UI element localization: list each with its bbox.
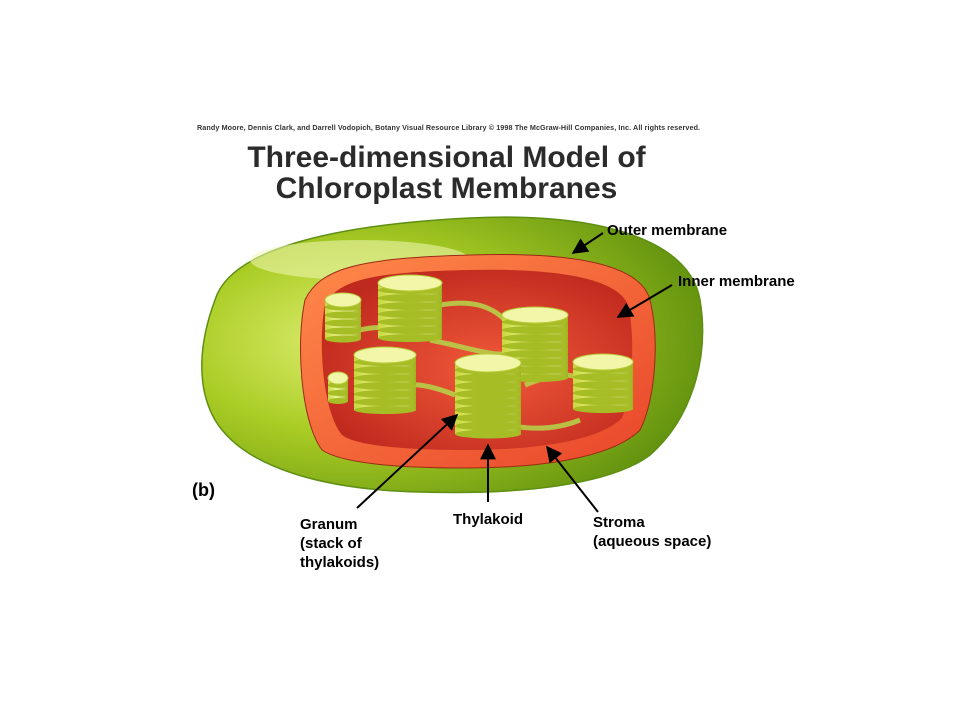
granum-stack bbox=[324, 292, 362, 343]
label-stroma: Stroma (aqueous space) bbox=[593, 513, 711, 551]
granum-stack bbox=[572, 353, 634, 413]
label-outer-membrane: Outer membrane bbox=[607, 222, 728, 239]
title-line-2: Chloroplast Membranes bbox=[275, 172, 618, 205]
thylakoid-disc-top bbox=[324, 292, 362, 308]
thylakoid-disc-top bbox=[377, 274, 443, 292]
thylakoid-disc-top bbox=[327, 371, 349, 385]
thylakoid-disc-top bbox=[353, 346, 417, 364]
granum-stack bbox=[454, 353, 522, 439]
pointer-granum bbox=[356, 413, 459, 509]
label-inner-membrane: Inner membrane bbox=[678, 273, 795, 290]
granum-stack bbox=[377, 274, 443, 342]
thylakoid-disc-top bbox=[501, 306, 569, 324]
stroma-line-2: (aqueous space) bbox=[593, 533, 712, 550]
pointer-stroma bbox=[546, 445, 599, 513]
thylakoid-disc-top bbox=[572, 353, 634, 371]
diagram-title: Three-dimensional Model of Chloroplast M… bbox=[225, 142, 668, 204]
pointer-inner-membrane bbox=[616, 284, 673, 318]
granum-stack bbox=[501, 306, 569, 382]
granum-line-3: thylakoids) bbox=[300, 554, 380, 571]
granum-line-2: (stack of bbox=[300, 535, 362, 552]
thylakoid-disc bbox=[328, 394, 348, 401]
copyright-credit: Randy Moore, Dennis Clark, and Darrell V… bbox=[197, 123, 701, 132]
title-line-1: Three-dimensional Model of bbox=[247, 141, 646, 174]
stroma-line-1: Stroma bbox=[593, 514, 645, 531]
granum-stack bbox=[353, 346, 417, 414]
label-granum: Granum (stack of thylakoids) bbox=[300, 515, 379, 572]
granum-stack bbox=[327, 371, 349, 404]
label-thylakoid: Thylakoid bbox=[453, 511, 524, 528]
granum-line-1: Granum bbox=[300, 516, 358, 533]
pointer-outer-membrane bbox=[571, 232, 604, 254]
thylakoid-disc-top bbox=[454, 353, 522, 373]
thylakoid-disc bbox=[328, 386, 348, 393]
figure-label: (b) bbox=[192, 480, 215, 500]
